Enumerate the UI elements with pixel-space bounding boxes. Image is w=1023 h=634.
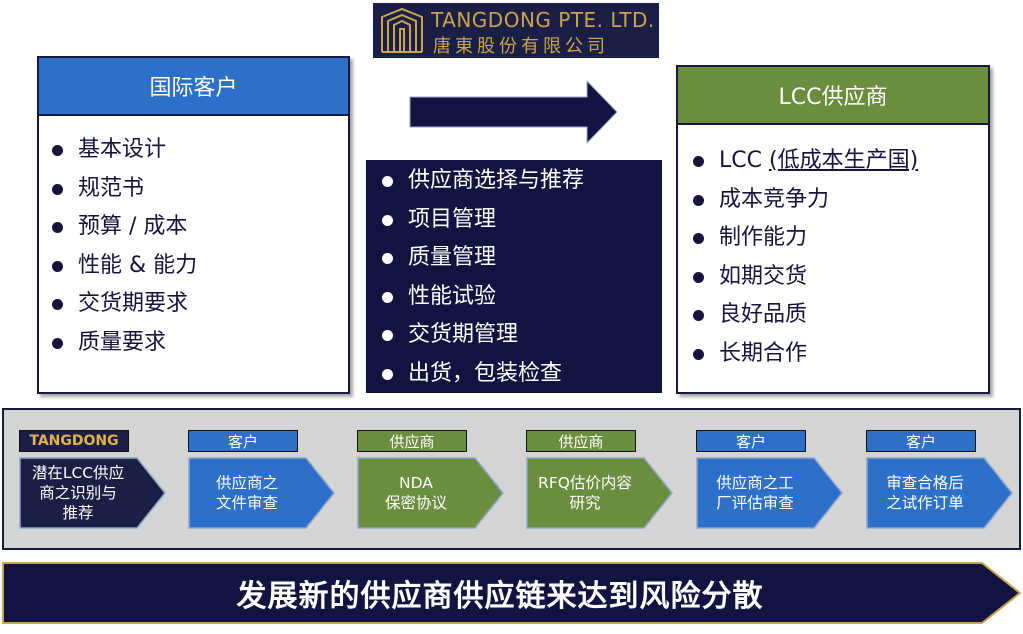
step-owner-tag: 客户 (696, 430, 806, 452)
step-owner-tag: 客户 (866, 430, 976, 452)
logo-chinese-name: 唐東股份有限公司 (433, 36, 609, 57)
list-item: 成本竞争力 (691, 181, 918, 220)
services-list: 供应商选择与推荐 项目管理 质量管理 性能试验 交货期管理 出货，包装检查 (380, 162, 584, 393)
step-owner-tag: 供应商 (526, 430, 636, 452)
list-item: 预算 / 成本 (50, 208, 197, 247)
customer-requirements-list: 基本设计 规范书 预算 / 成本 性能 & 能力 交货期要求 质量要求 (50, 131, 197, 362)
step-label-line: 供应商之工 (716, 473, 794, 492)
list-item: 规范书 (50, 170, 197, 209)
chevron-arrow-icon (19, 457, 166, 529)
tangdong-services-box: 供应商选择与推荐 项目管理 质量管理 性能试验 交货期管理 出货，包装检查 (366, 160, 662, 393)
list-item: 性能试验 (380, 278, 584, 317)
step-label-line: 保密协议 (384, 494, 447, 512)
step-label-line: 审查合格后 (886, 473, 964, 492)
step-label-line: 文件审查 (215, 494, 278, 512)
banner-title: 发展新的供应商供应链来达到风险分散 (236, 579, 764, 614)
flow-arrow-right-icon (409, 80, 618, 144)
step-label-line: NDA (399, 473, 433, 492)
banner-arrow-icon (2, 562, 1022, 624)
logo-english-name: TANGDONG PTE. LTD. (431, 8, 655, 32)
list-item: 质量管理 (380, 239, 584, 278)
panel-title: LCC供应商 (678, 67, 988, 125)
list-item: 交货期要求 (50, 285, 197, 324)
process-step: 供应商之工 厂评估审查 (696, 457, 844, 529)
list-item: 质量要求 (50, 324, 197, 363)
list-item: 长期合作 (691, 335, 918, 374)
chevron-arrow-icon (188, 457, 335, 529)
list-item: 如期交货 (691, 258, 918, 297)
list-item: 项目管理 (380, 201, 584, 240)
international-customer-panel: 国际客户 基本设计 规范书 预算 / 成本 性能 & 能力 交货期要求 质量要求 (37, 56, 350, 394)
panel-title: 国际客户 (39, 58, 348, 116)
process-step: 审查合格后 之试作订单 (866, 457, 1014, 529)
step-owner-tag: TANGDONG (19, 430, 129, 452)
step-label-line: 之试作订单 (886, 494, 964, 512)
step-label-line: RFQ估价内容 (538, 473, 632, 492)
lcc-definition: (低成本生产国) (768, 148, 919, 173)
step-label-line: 厂评估审查 (716, 494, 794, 512)
list-item: 良好品质 (691, 296, 918, 335)
step-owner-tag: 供应商 (357, 430, 467, 452)
company-logo: TANGDONG PTE. LTD. 唐東股份有限公司 (373, 3, 659, 58)
step-owner-tag: 客户 (188, 430, 298, 452)
list-item: 交货期管理 (380, 316, 584, 355)
process-flow-band (2, 408, 1021, 550)
list-item: 制作能力 (691, 219, 918, 258)
step-label-line: 商之识别与 (39, 483, 117, 502)
process-step: 供应商之 文件审查 (188, 457, 336, 529)
step-label-line: 潜在LCC供应 (31, 463, 125, 482)
process-step: RFQ估价内容 研究 (526, 457, 674, 529)
list-item: 出货，包装检查 (380, 355, 584, 394)
step-label-line: 研究 (569, 494, 601, 512)
step-label-line: 供应商之 (215, 473, 278, 492)
logo-building-icon (381, 7, 423, 53)
list-item: 供应商选择与推荐 (380, 162, 584, 201)
list-item: 性能 & 能力 (50, 247, 197, 286)
chevron-arrow-icon (357, 457, 504, 529)
process-step: 潜在LCC供应 商之识别与 推荐 (19, 457, 167, 529)
chevron-arrow-icon (866, 457, 1013, 529)
list-item: LCC (低成本生产国) (691, 142, 918, 181)
chevron-arrow-icon (696, 457, 843, 529)
lcc-supplier-panel: LCC供应商 LCC (低成本生产国) 成本竞争力 制作能力 如期交货 良好品质… (676, 65, 990, 394)
chevron-arrow-icon (526, 457, 673, 529)
process-step: NDA 保密协议 (357, 457, 505, 529)
supplier-advantages-list: LCC (低成本生产国) 成本竞争力 制作能力 如期交货 良好品质 长期合作 (691, 142, 918, 373)
list-item: 基本设计 (50, 131, 197, 170)
step-label-line: 推荐 (62, 504, 94, 523)
